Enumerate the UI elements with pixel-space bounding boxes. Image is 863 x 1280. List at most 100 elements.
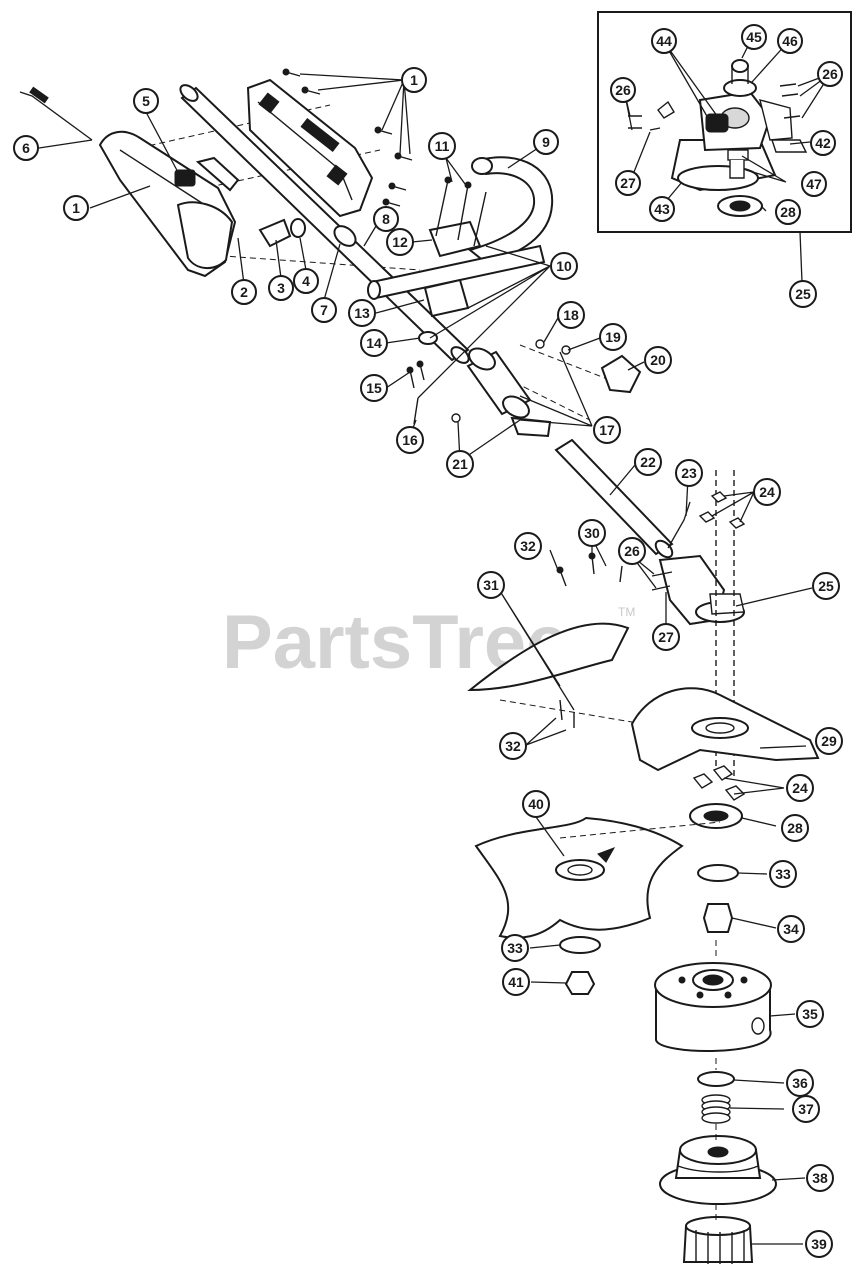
spool-part-38 — [659, 1135, 777, 1205]
bump-knob-part-39 — [682, 1216, 754, 1264]
callout-36: 36 — [786, 1069, 814, 1097]
svg-text:7: 7 — [320, 302, 328, 318]
svg-text:33: 33 — [507, 940, 523, 956]
svg-text:41: 41 — [508, 974, 524, 990]
svg-text:34: 34 — [783, 921, 799, 937]
svg-text:47: 47 — [806, 176, 822, 192]
callout-13: 13 — [348, 299, 376, 327]
svg-text:10: 10 — [556, 258, 572, 274]
svg-text:19: 19 — [605, 329, 621, 345]
clamp-upper — [428, 220, 482, 258]
throttle-trigger — [195, 156, 240, 192]
callout-9: 9 — [533, 129, 559, 155]
watermark-trademark: TM — [618, 605, 635, 619]
callout-35: 35 — [796, 1000, 824, 1028]
callout-47: 47 — [801, 171, 827, 197]
callout-38: 38 — [806, 1164, 834, 1192]
svg-text:21: 21 — [452, 456, 468, 472]
callout-10: 10 — [550, 252, 578, 280]
knob-part-20 — [600, 354, 642, 394]
callout-28b: 28 — [775, 199, 801, 225]
svg-text:16: 16 — [402, 432, 418, 448]
callout-6: 6 — [13, 135, 39, 161]
svg-text:22: 22 — [640, 454, 656, 470]
lower-shaft — [554, 438, 674, 556]
svg-text:28: 28 — [780, 204, 796, 220]
svg-text:45: 45 — [746, 29, 762, 45]
callout-22: 22 — [634, 448, 662, 476]
gearhead-inset-frame — [597, 11, 852, 233]
callout-3: 3 — [268, 275, 294, 301]
washer-part-33-bottom — [559, 936, 601, 954]
svg-text:3: 3 — [277, 280, 285, 296]
svg-text:32: 32 — [505, 738, 521, 754]
callout-5: 5 — [133, 88, 159, 114]
svg-text:11: 11 — [435, 138, 450, 154]
callout-30: 30 — [578, 519, 606, 547]
washer-part-36 — [697, 1071, 735, 1087]
svg-text:39: 39 — [811, 1236, 827, 1252]
svg-text:1: 1 — [410, 72, 418, 88]
washer-part-14 — [418, 331, 438, 345]
callout-7: 7 — [311, 297, 337, 323]
callout-18: 18 — [557, 301, 585, 329]
callout-33b: 33 — [501, 934, 529, 962]
svg-text:33: 33 — [775, 866, 791, 882]
callout-12: 12 — [386, 228, 414, 256]
callout-37: 37 — [792, 1095, 820, 1123]
coupler-insert — [510, 416, 552, 438]
nut-part-34 — [702, 903, 734, 933]
shaft-collar — [333, 225, 357, 247]
svg-text:15: 15 — [366, 380, 382, 396]
callout-34: 34 — [777, 915, 805, 943]
svg-text:14: 14 — [366, 335, 382, 351]
callout-42: 42 — [810, 130, 836, 156]
guard-extension — [467, 622, 630, 692]
svg-text:43: 43 — [654, 201, 670, 217]
svg-text:2: 2 — [240, 284, 248, 300]
svg-text:26: 26 — [624, 543, 640, 559]
svg-text:26: 26 — [822, 66, 838, 82]
callout-39: 39 — [805, 1230, 833, 1258]
callout-26a: 26 — [618, 537, 646, 565]
svg-text:5: 5 — [142, 93, 150, 109]
callout-20: 20 — [644, 346, 672, 374]
svg-text:24: 24 — [759, 484, 775, 500]
svg-text:8: 8 — [382, 211, 390, 227]
callout-19: 19 — [599, 323, 627, 351]
callout-15: 15 — [360, 374, 388, 402]
svg-text:36: 36 — [792, 1075, 808, 1091]
svg-text:44: 44 — [656, 33, 672, 49]
callout-8: 8 — [373, 206, 399, 232]
svg-text:40: 40 — [528, 796, 544, 812]
callout-24a: 24 — [753, 478, 781, 506]
callout-11: 11 — [428, 132, 456, 160]
handle-housing-left — [98, 130, 237, 278]
svg-text:38: 38 — [812, 1170, 828, 1186]
svg-text:31: 31 — [483, 577, 499, 593]
svg-text:30: 30 — [584, 525, 600, 541]
svg-text:25: 25 — [818, 578, 834, 594]
svg-text:13: 13 — [354, 305, 370, 321]
svg-text:42: 42 — [815, 135, 831, 151]
leader-lines — [38, 37, 831, 1245]
callout-31: 31 — [477, 571, 505, 599]
svg-text:17: 17 — [599, 422, 615, 438]
trimmer-head-housing — [654, 962, 772, 1052]
svg-text:32: 32 — [520, 538, 536, 554]
svg-text:28: 28 — [787, 820, 803, 836]
callout-1b: 1 — [63, 195, 89, 221]
inset-gearhead — [628, 59, 808, 217]
washer-part-33-top — [697, 864, 739, 882]
callout-45: 45 — [741, 24, 767, 50]
screws-part-1 — [282, 68, 413, 207]
callout-33a: 33 — [769, 860, 797, 888]
callout-25a: 25 — [812, 572, 840, 600]
svg-text:12: 12 — [392, 234, 408, 250]
svg-text:37: 37 — [798, 1101, 814, 1117]
callout-27a: 27 — [652, 623, 680, 651]
callout-17: 17 — [593, 416, 621, 444]
callout-32b: 32 — [499, 732, 527, 760]
svg-text:20: 20 — [650, 352, 666, 368]
